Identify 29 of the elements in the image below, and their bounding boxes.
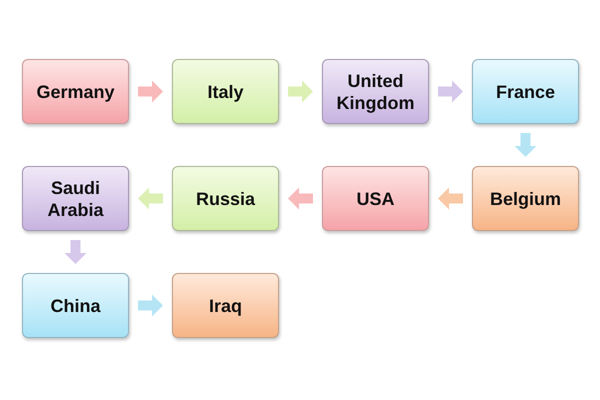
process-box: [22, 273, 129, 338]
node-label: Germany: [36, 80, 115, 102]
process-box: [172, 273, 279, 338]
process-box: [322, 59, 429, 124]
node-label: Saudi Arabia: [46, 176, 105, 220]
node-label: Iraq: [208, 294, 242, 316]
process-box: [172, 59, 279, 124]
node-label: China: [50, 294, 100, 316]
process-box: [22, 166, 129, 231]
node-label: United Kingdom: [336, 70, 416, 114]
arrow: [288, 80, 313, 102]
arrow: [514, 133, 536, 157]
arrow: [64, 240, 86, 264]
node-label: France: [496, 80, 556, 102]
node-label: USA: [356, 188, 394, 210]
process-box: [472, 59, 579, 124]
process-box: [322, 166, 429, 231]
arrow: [138, 80, 163, 102]
process-box: [472, 166, 579, 231]
node-label: Russia: [196, 188, 256, 210]
arrow: [138, 294, 163, 316]
arrow: [438, 80, 463, 102]
arrow: [288, 188, 313, 210]
arrow: [438, 188, 463, 210]
process-box: [22, 59, 129, 124]
arrow: [138, 188, 163, 210]
node-label: Italy: [207, 80, 244, 102]
process-box: [172, 166, 279, 231]
node-label: Belgium: [490, 188, 561, 210]
